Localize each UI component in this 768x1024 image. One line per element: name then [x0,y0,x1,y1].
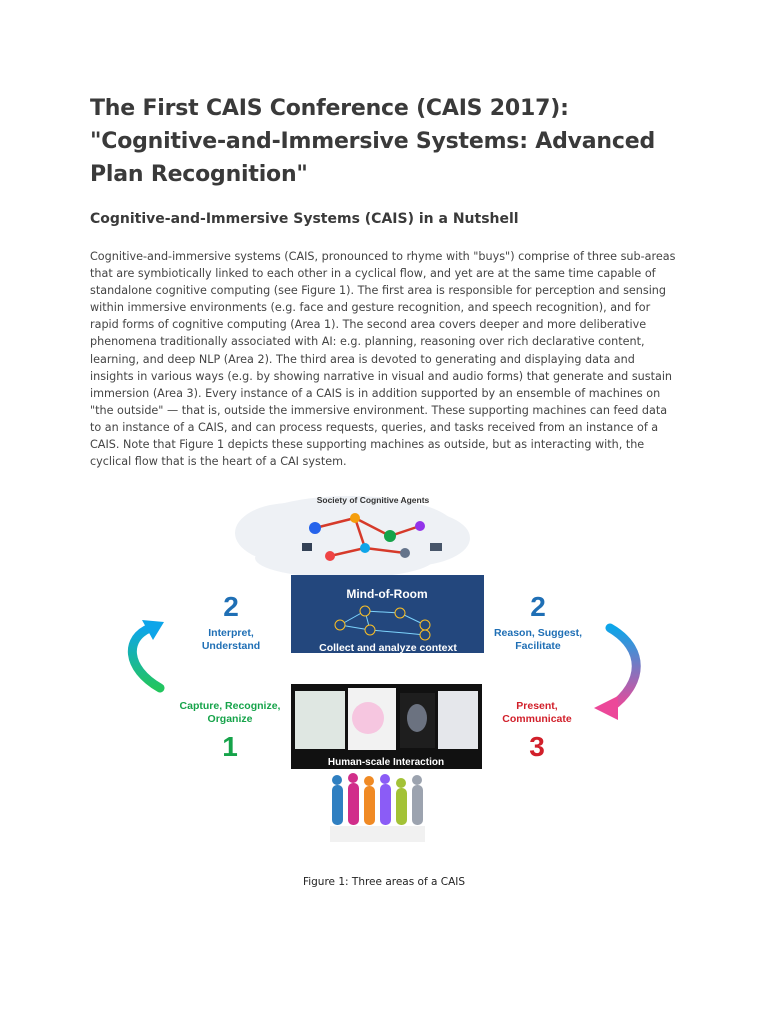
area-3-label-line1: Present, [516,700,558,712]
mind-of-room-caption: Collect and analyze context [319,642,457,654]
people-silhouettes [330,773,425,842]
figure-caption: Figure 1: Three areas of a CAIS [302,876,466,888]
cycle-arrow-left [128,620,165,693]
page-title: The First CAIS Conference (CAIS 2017): "… [90,96,655,187]
body-paragraph: Cognitive-and-immersive systems (CAIS, p… [90,250,676,469]
document-page: The First CAIS Conference (CAIS 2017): "… [90,92,680,468]
agent-network-icon [302,513,442,561]
area-2-right-number: 2 [530,591,546,622]
area-2-left-label-line1: Interpret, [208,627,254,639]
area-2-left-label-line2: Understand [202,640,260,652]
area-1-label-line2: Organize [208,713,253,725]
area-1-number: 1 [222,731,238,762]
area-2-right-label-line2: Facilitate [515,640,561,652]
mind-of-room-panel: Mind-of-Room Collect and analyze context [291,575,484,654]
human-scale-interaction-panel: Human-scale Interaction [291,684,482,769]
interaction-caption: Human-scale Interaction [328,757,444,768]
cycle-arrow-right [594,623,641,720]
mind-of-room-title: Mind-of-Room [346,587,427,601]
area-3-number: 3 [529,731,545,762]
figure-cais-diagram: Society of Cognitive Agents Mind-of-Room [128,495,641,842]
area-2-left-number: 2 [223,591,239,622]
area-3-label-line2: Communicate [502,713,572,725]
area-2-right-label-line1: Reason, Suggest, [494,627,582,639]
cloud-society-of-agents: Society of Cognitive Agents [235,495,470,578]
cloud-label: Society of Cognitive Agents [317,495,430,505]
context-graph-icon [334,605,431,641]
section-heading: Cognitive-and-Immersive Systems (CAIS) i… [90,211,519,227]
area-1-label-line1: Capture, Recognize, [180,700,281,712]
